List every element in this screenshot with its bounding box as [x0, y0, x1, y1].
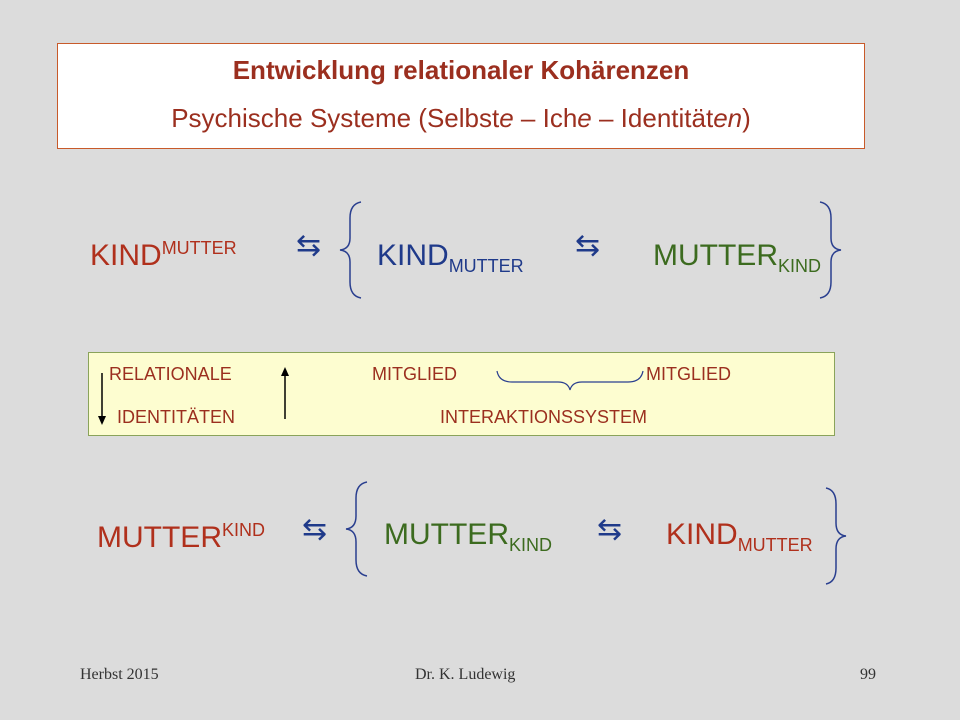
footer-page-number: 99 — [860, 666, 876, 683]
term-superscript: KIND — [221, 520, 265, 540]
relation-box: RELATIONALE IDENTITÄTEN MITGLIED MITGLIE… — [88, 352, 835, 436]
row2-left-bracket — [345, 481, 368, 577]
row2-right-bracket — [825, 487, 847, 585]
row1-middle-term: KINDMUTTER — [377, 238, 524, 284]
term-subscript: KIND — [508, 535, 552, 555]
mitglied-right-label: MITGLIED — [646, 364, 732, 384]
down-arrow-icon — [98, 373, 106, 425]
interaktionssystem-label: INTERAKTIONSSYSTEM — [440, 407, 648, 427]
term-base: MUTTER — [653, 239, 778, 272]
membership-brace — [496, 370, 644, 391]
up-arrow-icon — [281, 367, 289, 419]
row1-left-bracket — [339, 201, 362, 299]
row1-right-term: MUTTERKIND — [653, 238, 821, 284]
term-subscript: MUTTER — [448, 256, 524, 276]
slide-title: Entwicklung relationaler Kohärenzen — [232, 55, 690, 85]
subtitle-part: ) — [742, 103, 751, 133]
term-base: KIND — [666, 518, 738, 551]
row1-right-bracket — [819, 201, 842, 299]
term-subscript: MUTTER — [737, 535, 813, 555]
row1-left-term: KINDMUTTER — [90, 230, 237, 274]
row1-relation-arrow-2: ⇆ — [575, 229, 601, 262]
term-subscript: KIND — [777, 256, 821, 276]
subtitle-suffix: e — [577, 103, 592, 133]
row2-middle-term: MUTTERKIND — [384, 517, 552, 563]
mitglied-left-label: MITGLIED — [372, 364, 458, 384]
term-base: MUTTER — [97, 521, 222, 554]
subtitle-suffix: e — [499, 103, 514, 133]
subtitle-part: – Ich — [513, 103, 578, 133]
identitaeten-label: IDENTITÄTEN — [117, 407, 236, 427]
term-base: KIND — [90, 239, 162, 272]
row2-relation-arrow-1: ⇆ — [302, 513, 328, 546]
subtitle-suffix: en — [713, 103, 743, 133]
footer-season: Herbst 2015 — [80, 666, 159, 683]
slide-subtitle: Psychische Systeme (Selbste – Iche – Ide… — [58, 102, 864, 134]
row2-left-term: MUTTERKIND — [97, 512, 265, 556]
row2-right-term: KINDMUTTER — [666, 517, 813, 563]
subtitle-part: Psychische Systeme (Selbst — [171, 103, 500, 133]
subtitle-part: – Identität — [591, 103, 714, 133]
row1-relation-arrow-1: ⇆ — [296, 229, 322, 262]
term-base: KIND — [377, 239, 449, 272]
title-box: Entwicklung relationaler Kohärenzen Psyc… — [57, 43, 865, 149]
footer-author: Dr. K. Ludewig — [415, 666, 516, 683]
term-superscript: MUTTER — [161, 238, 237, 258]
relationale-label: RELATIONALE — [109, 364, 232, 384]
term-base: MUTTER — [384, 518, 509, 551]
row2-relation-arrow-2: ⇆ — [597, 513, 623, 546]
